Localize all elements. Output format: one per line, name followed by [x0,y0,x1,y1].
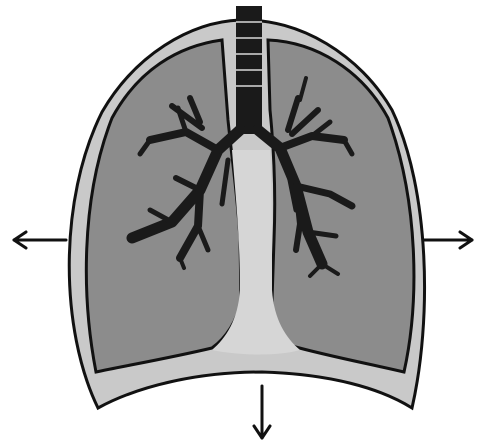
arrow-left-icon [14,232,66,248]
arrow-right-icon [424,232,472,248]
right-lung [268,40,414,372]
left-lung [86,40,241,372]
arrow-down-icon [254,386,270,438]
